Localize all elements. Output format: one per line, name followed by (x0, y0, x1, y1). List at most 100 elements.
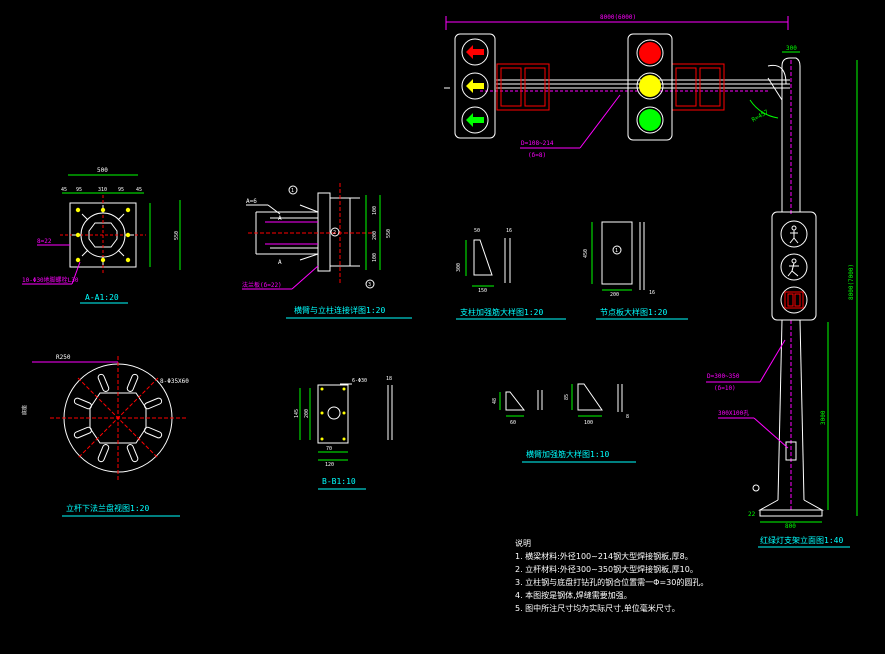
aa-side: 550 (174, 231, 180, 240)
joint-n: 1 (615, 248, 618, 254)
notes-block: 说明 1. 横梁材料:外径100~214钢大型焊接钢板,厚8。 2. 立杆材料:… (515, 537, 708, 615)
rib-big-title: 支柱加强筋大样图1:20 (460, 307, 543, 317)
flange-slot (73, 397, 92, 410)
rib-big-h: 300 (456, 263, 462, 272)
ribs-a1: 60 (510, 420, 516, 426)
flange-n1: 1 (291, 188, 294, 194)
view-aa: 500 45 95 310 95 45 550 8=22 10-Φ30地脚螺栓L… (22, 167, 181, 304)
pedestrian-icon (789, 225, 799, 244)
aa-w: 500 (97, 167, 108, 174)
flange-n2: 2 (333, 230, 336, 236)
flange-d2: 200 (372, 231, 378, 240)
hole-label: 300X100孔 (718, 409, 749, 417)
bb-d: 200 (304, 409, 310, 418)
view-rib-big: 300 150 50 16 支柱加强筋大样图1:20 (456, 228, 566, 320)
base-h: 22 (748, 511, 756, 518)
note-item-1: 1. 横梁材料:外径100~214钢大型焊接钢板,厚8。 (515, 552, 693, 561)
base-dim: 800 (785, 523, 796, 530)
aa-d2: 310 (98, 187, 107, 193)
bb-hole: 6-Φ30 (352, 378, 367, 384)
aa-bolt: 10-Φ30地脚螺栓L30 (22, 276, 79, 284)
top-dim-text: 8000(6000) (600, 14, 636, 21)
flange-a-top: A (278, 215, 282, 222)
flange-slot (73, 426, 92, 439)
left-arrow-red-icon (466, 45, 484, 59)
joint-h: 450 (583, 249, 589, 258)
rib-big-w: 150 (478, 288, 487, 294)
base-hole: 8-Φ35X60 (160, 378, 189, 385)
dim-3000: 3000 (820, 410, 827, 425)
bb-w1: 70 (326, 446, 332, 452)
view-rib-small: 48 60 85 100 8 横臂加强筋大样图1:10 (492, 383, 636, 463)
col-top-dim: 300 (786, 45, 797, 52)
pedestrian-signal-head (771, 211, 817, 321)
countdown-icon (784, 291, 804, 309)
flange-slot (97, 373, 110, 392)
view-bb: 145 200 70 120 6-Φ30 18 B-B1:10 (294, 376, 393, 490)
aa-d1: 95 (76, 187, 82, 193)
aa-d3: 95 (118, 187, 124, 193)
rib-big-t: 50 (474, 228, 480, 234)
signal-column (758, 57, 824, 517)
left-arrow-signal-head (454, 33, 496, 139)
base-side: 底座 (21, 405, 28, 415)
flange-n3: 3 (368, 282, 371, 288)
note-item-4: 4. 本图按是钢体,焊缝需要加强。 (515, 591, 632, 600)
rib-big-t2: 16 (506, 228, 512, 234)
note-item-3: 3. 立柱钢与底盘打钻孔的钢合位置需一Φ=30的圆孔。 (515, 578, 709, 587)
aa-e1: 45 (61, 187, 67, 193)
bb-title: B-B1:10 (322, 477, 356, 486)
flange-slot (126, 373, 139, 392)
yellow-lamp-icon (639, 75, 661, 97)
joint-w: 200 (610, 292, 619, 298)
base-r: R250 (56, 354, 71, 361)
right-dim-text: 8000(7000) (848, 264, 855, 300)
green-lamp-icon (639, 109, 661, 131)
main-signal-head (627, 33, 673, 141)
flange-a-bottom: A (278, 259, 282, 266)
aa-title: A-A1:20 (85, 293, 119, 302)
note-item-5: 5. 图中所注尺寸均为实际尺寸,单位毫米尺寸。 (515, 604, 680, 613)
countdown-display-right (671, 63, 725, 111)
joint-title: 节点板大样图1:20 (600, 307, 667, 317)
elevation-view: 8000(6000) (444, 14, 858, 548)
signal-arm (444, 79, 790, 92)
flange-top: A=6 (246, 198, 257, 205)
ribs-t: 8 (626, 414, 629, 420)
joint-t: 16 (649, 290, 655, 296)
view-arm-flange: 1 2 3 A=6 A A 法兰板(δ=22) 100 200 100 550 … (242, 183, 412, 319)
flange-slot (144, 426, 163, 439)
col-pipe-sub: (δ=10) (714, 385, 736, 392)
base-title: 立杆下法兰盘视图1:20 (66, 503, 149, 513)
view-base-flange: R250 8-Φ35X60 底座 立杆下法兰盘视图1:20 (21, 354, 189, 517)
notes-heading: 说明 (515, 539, 531, 548)
bb-w2: 120 (325, 462, 334, 468)
ribs-title: 横臂加强筋大样图1:10 (526, 449, 609, 459)
aa-hole: 8=22 (37, 238, 52, 245)
red-lamp-icon (639, 42, 661, 64)
flange-title: 横臂与立柱连接详图1:20 (294, 305, 385, 315)
aa-e2: 45 (136, 187, 142, 193)
ribs-b1: 100 (584, 420, 593, 426)
col-pipe-label: D=300~350 (707, 373, 740, 380)
left-arrow-green-icon (466, 113, 484, 127)
flange-d1: 100 (372, 206, 378, 215)
ribs-b2: 85 (564, 394, 570, 400)
flange-d4: 550 (386, 229, 392, 238)
left-arrow-yellow-icon (466, 79, 484, 93)
arm-pipe-label: D=108~214 (521, 140, 554, 147)
note-item-2: 2. 立杆材料:外径300~350钢大型焊接钢板,厚10。 (515, 565, 698, 574)
bb-h: 145 (294, 409, 300, 418)
ribs-a2: 48 (492, 398, 498, 404)
flange-slot (126, 444, 139, 463)
view-joint-plate: 1 450 200 16 节点板大样图1:20 (583, 221, 688, 320)
flange-bottom: 法兰板(δ=22) (242, 281, 282, 289)
arm-pipe-sub: (δ=8) (528, 152, 546, 159)
flange-d3: 100 (372, 253, 378, 262)
countdown-display-left (496, 63, 550, 111)
bb-t: 18 (386, 376, 392, 382)
pedestrian-walk-icon (787, 258, 799, 277)
flange-slot (144, 397, 163, 410)
flange-slot (97, 444, 110, 463)
